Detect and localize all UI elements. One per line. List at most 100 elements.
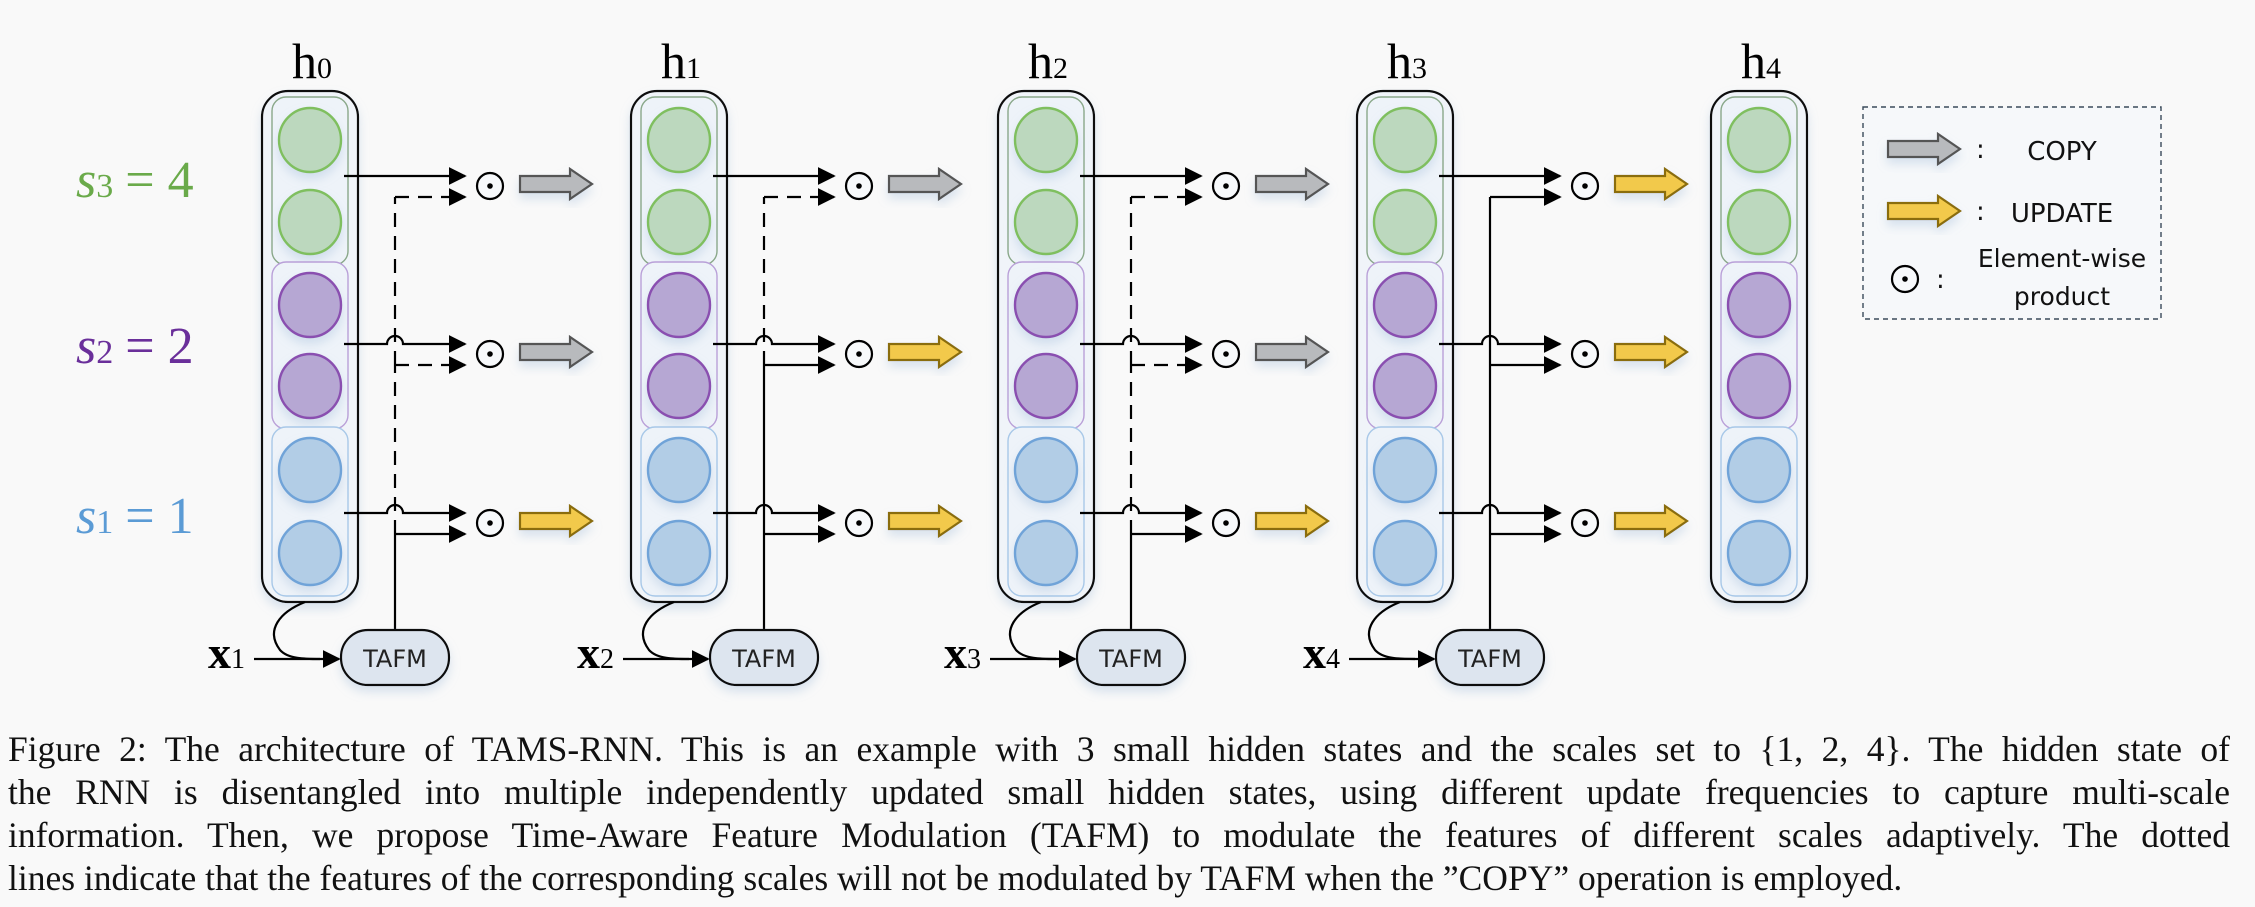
elementwise-product-icon — [1570, 171, 1600, 201]
hidden-state-column: h0 — [260, 33, 360, 604]
legend-update-label: UPDATE — [2011, 199, 2113, 229]
elementwise-product-icon — [1211, 508, 1241, 538]
hidden-state-label: h4 — [1741, 33, 1781, 89]
elementwise-product-icon — [1570, 508, 1600, 538]
elementwise-product-icon — [1570, 339, 1600, 369]
tafm-label: TAFM — [1098, 645, 1163, 673]
hidden-state-column: h4 — [1709, 33, 1809, 604]
elementwise-product-icon — [844, 171, 874, 201]
neuron-green — [1726, 106, 1792, 174]
input-label: x1 — [208, 627, 245, 678]
neuron-blue — [646, 436, 712, 504]
legend-operator-label-line2: product — [2014, 282, 2110, 311]
operator-dot — [1582, 520, 1588, 526]
hidden-state-column: h1 — [629, 33, 729, 604]
neuron-blue — [1372, 519, 1438, 587]
legend-separator: : — [1976, 135, 1985, 165]
scale-label: s2= 2 — [76, 318, 194, 375]
caption-line: information. Then, we propose Time-Aware… — [8, 815, 2230, 855]
state-feature-line — [1080, 334, 1203, 353]
hidden-state-label: h2 — [1028, 33, 1068, 89]
state-feature-line — [344, 334, 467, 353]
state-feature-line — [713, 503, 836, 522]
hidden-state-column: h2 — [996, 33, 1096, 604]
input-label: x3 — [944, 627, 981, 678]
tafm-module — [339, 628, 451, 687]
neuron-purple — [1372, 271, 1438, 339]
tafm-label: TAFM — [362, 645, 427, 673]
neuron-green — [277, 188, 343, 256]
neuron-green — [1013, 106, 1079, 174]
neuron-purple — [646, 352, 712, 420]
neuron-green — [1013, 188, 1079, 256]
elementwise-product-icon — [475, 508, 505, 538]
update-arrow-icon — [1613, 503, 1689, 539]
update-arrow-icon — [887, 334, 963, 370]
neuron-purple — [1726, 271, 1792, 339]
neuron-blue — [646, 519, 712, 587]
neuron-blue — [277, 519, 343, 587]
input-and-tafm: TAFM x1 — [208, 600, 451, 687]
operator-dot — [1223, 520, 1229, 526]
operator-dot — [1223, 351, 1229, 357]
copy-arrow-icon — [518, 334, 594, 370]
hidden-state-feedback-curve — [1368, 600, 1416, 661]
elementwise-product-icon — [1211, 339, 1241, 369]
input-label: x4 — [1303, 627, 1340, 678]
hidden-state-feedback-curve — [1009, 600, 1057, 661]
neuron-purple — [1013, 271, 1079, 339]
elementwise-product-icon — [475, 171, 505, 201]
neuron-green — [1372, 188, 1438, 256]
operator-dot — [487, 183, 493, 189]
caption-line: lines indicate that the features of the … — [8, 858, 1903, 898]
state-feature-line — [344, 503, 467, 522]
neuron-blue — [1726, 436, 1792, 504]
legend-operator-label-line1: Element-wise — [1978, 244, 2146, 273]
neuron-blue — [1013, 436, 1079, 504]
elementwise-product-icon — [844, 508, 874, 538]
neuron-blue — [1726, 519, 1792, 587]
operator-dot — [487, 351, 493, 357]
hidden-state-feedback-curve — [642, 600, 690, 661]
hidden-state-columns: h0 h1 h2 h3 h4 — [260, 33, 1809, 604]
operator-dot — [856, 351, 862, 357]
update-arrow-icon — [518, 503, 594, 539]
legend-elementwise-product-icon — [1890, 264, 1920, 294]
state-feature-line — [1439, 334, 1562, 353]
input-and-tafm: TAFM x3 — [944, 600, 1187, 687]
input-label: x2 — [577, 627, 614, 678]
figure-caption: Figure 2: The architecture of TAMS-RNN. … — [8, 728, 2230, 900]
hidden-state-label: h1 — [661, 33, 701, 89]
hidden-state-label: h3 — [1387, 33, 1427, 89]
neuron-purple — [1726, 352, 1792, 420]
tafm-module — [708, 628, 820, 687]
neuron-blue — [1372, 436, 1438, 504]
operator-dot — [856, 520, 862, 526]
wire-group — [1080, 167, 1203, 640]
tafm-module — [1075, 628, 1187, 687]
neuron-blue — [277, 436, 343, 504]
neuron-purple — [1372, 352, 1438, 420]
copy-arrow-icon — [887, 166, 963, 202]
scale-label: s3= 4 — [76, 152, 194, 209]
neuron-green — [1372, 106, 1438, 174]
operator-dot — [1582, 183, 1588, 189]
neuron-green — [646, 188, 712, 256]
copy-arrow-icon — [1254, 334, 1330, 370]
operator-dot — [1902, 276, 1908, 282]
operator-dot — [487, 520, 493, 526]
hidden-state-label: h0 — [292, 33, 332, 89]
state-feature-line — [1080, 503, 1203, 522]
wire-group — [713, 167, 836, 640]
hidden-state-column: h3 — [1355, 33, 1455, 604]
neuron-purple — [277, 271, 343, 339]
elementwise-product-icon — [1211, 171, 1241, 201]
tafm-label: TAFM — [1457, 645, 1522, 673]
neuron-blue — [1013, 519, 1079, 587]
state-feature-line — [1439, 503, 1562, 522]
legend-copy-label: COPY — [2027, 137, 2097, 167]
